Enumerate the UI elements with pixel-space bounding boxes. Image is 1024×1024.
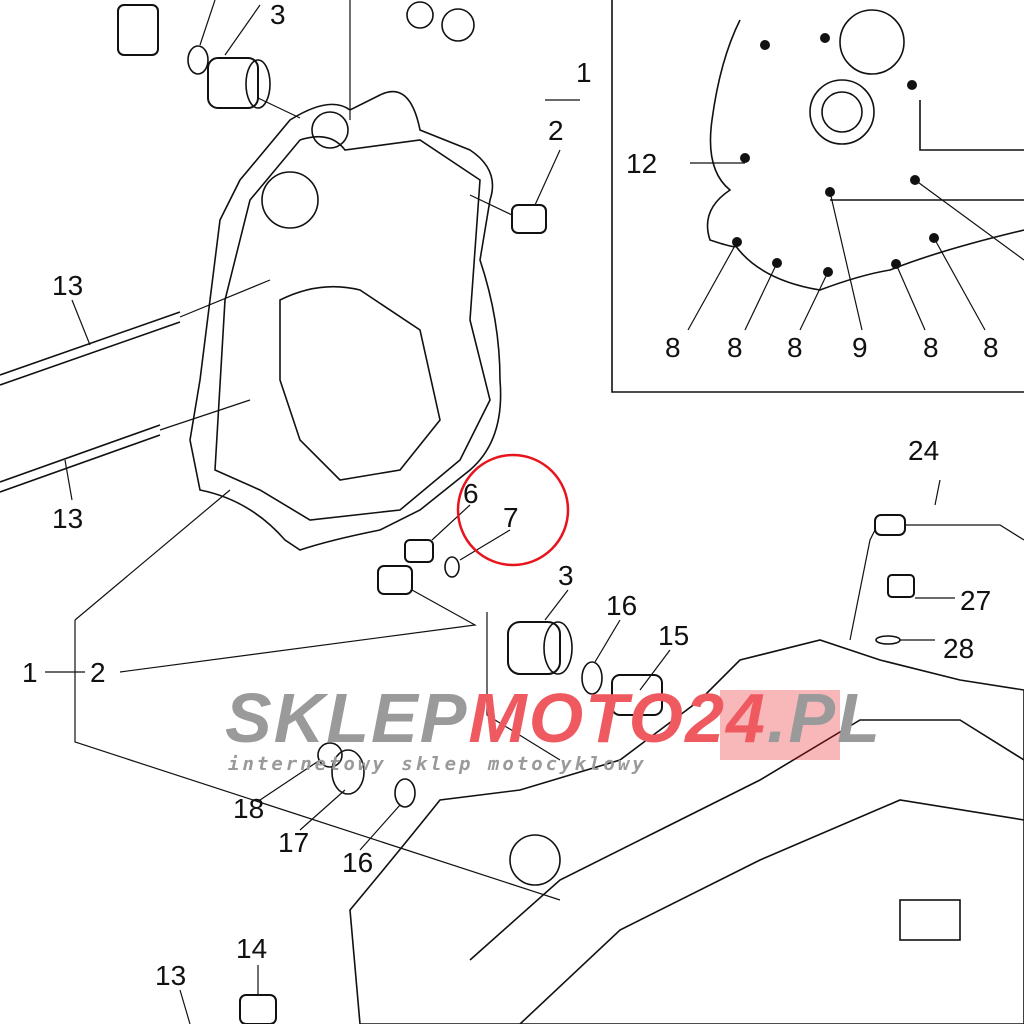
callout-label: 1: [576, 57, 592, 88]
callout-labels: 3 1 2 12 8 8 8 9 8 8 13 13 24 6 7 3 16 1…: [22, 0, 999, 991]
callout-label: 8: [923, 332, 939, 363]
callout-label: 28: [943, 633, 974, 664]
bolt-27: [887, 574, 915, 598]
callout-label: 14: [236, 933, 267, 964]
inset-frame: [611, 0, 1024, 393]
callout-label: 27: [960, 585, 991, 616]
callout-label: 8: [665, 332, 681, 363]
washer-18: [317, 742, 343, 768]
callout-label: 24: [908, 435, 939, 466]
dowel-pin-6: [404, 539, 434, 563]
callout-label: 15: [658, 620, 689, 651]
stud-bolt-upper: [0, 311, 181, 386]
callout-label: 2: [90, 657, 106, 688]
callout-label: 1: [22, 657, 38, 688]
callout-label: 13: [155, 960, 186, 991]
left-crankcase-cover: [189, 90, 502, 551]
callout-label: 13: [52, 270, 83, 301]
right-crankcase: [349, 479, 1024, 1024]
svg-text:SKLEPMOTO24.PL: SKLEPMOTO24.PL: [225, 679, 882, 757]
callout-label: 7: [503, 502, 519, 533]
stud-bolt-lower: [0, 424, 161, 493]
callout-label: 8: [787, 332, 803, 363]
callout-label: 8: [983, 332, 999, 363]
o-ring-16: [581, 661, 603, 695]
callout-label: 18: [233, 793, 264, 824]
callout-label: 3: [270, 0, 286, 30]
callout-label: 8: [727, 332, 743, 363]
callout-label: 17: [278, 827, 309, 858]
dowel-pin-top: [511, 204, 547, 234]
bolt-15: [611, 674, 663, 716]
callout-label: 2: [548, 115, 564, 146]
callout-label: 16: [606, 590, 637, 621]
callout-label: 6: [463, 478, 479, 509]
inset-cover: [687, 9, 1024, 331]
callout-label: 9: [852, 332, 868, 363]
dowel-pin-14: [239, 994, 277, 1024]
dowel-pin-lower: [377, 565, 413, 595]
highlight-circle: [456, 453, 570, 567]
o-ring-16-lower: [394, 778, 416, 808]
watermark: SKLEPMOTO24.PL internetowy sklep motocyk…: [225, 679, 882, 775]
bushing-3: [507, 621, 561, 675]
callout-label: 12: [626, 148, 657, 179]
callout-label: 16: [342, 847, 373, 878]
callout-label: 3: [558, 560, 574, 591]
oil-seal-17: [331, 749, 365, 795]
svg-text:internetowy sklep motocyklowy: internetowy sklep motocyklowy: [228, 753, 647, 775]
top-parts: [117, 0, 475, 120]
callout-label: 13: [52, 503, 83, 534]
o-ring-7: [444, 556, 460, 578]
